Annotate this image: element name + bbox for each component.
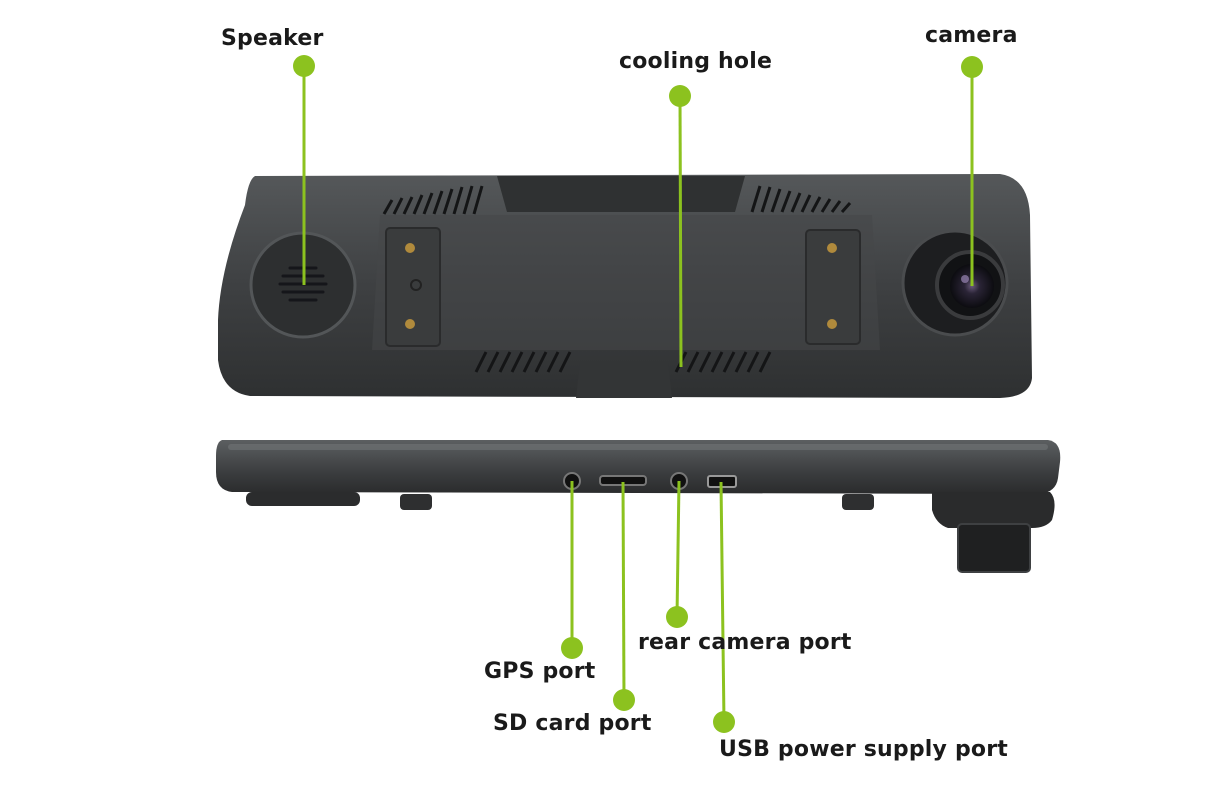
usb-power-supply-port-label: USB power supply port	[719, 737, 1008, 762]
vent-top-left	[382, 185, 484, 215]
vent-top-right	[750, 185, 852, 213]
gps-port-label: GPS port	[484, 659, 596, 684]
mirror-edge-body	[216, 440, 1061, 494]
right-mount-plate	[805, 229, 861, 345]
left-mount-screw	[400, 494, 432, 510]
left-foot-pad	[246, 492, 360, 506]
speaker-label: Speaker	[221, 26, 324, 51]
mirror-edge-highlight	[228, 444, 1048, 450]
camera-barrel	[957, 523, 1031, 573]
right-mount-screw	[842, 494, 874, 510]
mirror-bottom-view	[216, 440, 1061, 573]
mirror-back-view	[218, 174, 1032, 398]
mirror-top-strip	[497, 176, 745, 212]
camera-label: camera	[925, 23, 1018, 48]
ports	[563, 472, 737, 490]
camera-callout-dot	[961, 56, 983, 78]
left-mount-plate	[385, 227, 441, 347]
speaker-callout-dot	[293, 55, 315, 77]
mirror-back-inner-panel	[372, 215, 880, 350]
cooling-hole-callout-line	[678, 95, 683, 368]
rear-camera-callout-line	[675, 480, 681, 618]
cooling-hole-callout-dot	[669, 85, 691, 107]
callouts	[293, 55, 983, 733]
usb-callout-dot	[713, 711, 735, 733]
cooling-hole-label: cooling hole	[619, 49, 773, 74]
vent-bottom-left	[474, 351, 572, 373]
sd-card-callout-line	[621, 481, 626, 701]
usb-callout-line	[719, 481, 726, 723]
mount-screws	[405, 243, 837, 329]
gps-port-callout-dot	[561, 637, 583, 659]
rear-camera-port-label: rear camera port	[638, 630, 852, 655]
sd-card-port-label: SD card port	[493, 711, 652, 736]
reset-hole	[410, 279, 422, 291]
sd-card-callout-dot	[613, 689, 635, 711]
camera-stem	[932, 492, 1055, 528]
camera-lens-glint	[961, 275, 969, 283]
mirror-bottom-tab	[576, 362, 672, 398]
rear-camera-callout-dot	[666, 606, 688, 628]
